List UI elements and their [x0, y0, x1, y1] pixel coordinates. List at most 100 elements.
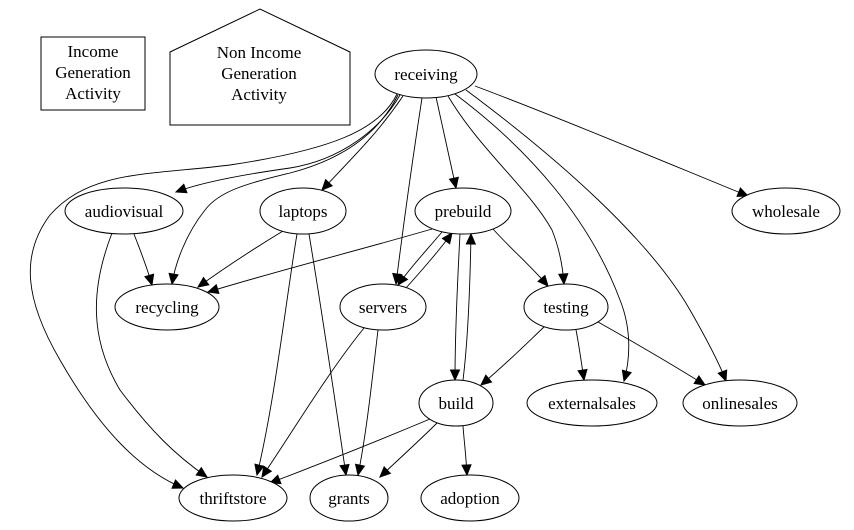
node-label: adoption — [440, 489, 500, 508]
node-label: testing — [543, 298, 589, 317]
edge-build-to-adoption — [461, 425, 472, 477]
edge-build-to-grants — [379, 422, 438, 478]
edge-prebuild-to-recycling — [206, 228, 433, 294]
edge-receiving-to-thriftstore — [29, 93, 398, 489]
edge-receiving-to-servers — [392, 97, 423, 286]
edge-prebuild-to-build — [449, 233, 461, 382]
node-audiovisual: audiovisual — [64, 187, 184, 235]
edge-audiovisual-to-recycling — [133, 233, 155, 287]
node-thriftstore: thriftstore — [178, 474, 288, 522]
legend-non-income-line-3: Activity — [231, 85, 287, 104]
node-ellipse — [414, 187, 512, 235]
edge-line — [256, 233, 298, 476]
node-ellipse — [64, 187, 184, 235]
arrowhead-icon — [171, 479, 185, 489]
edge-line — [395, 97, 423, 285]
edge-receiving-to-wholesale — [474, 85, 750, 197]
node-label: thriftstore — [199, 489, 266, 508]
node-label: externalsales — [548, 394, 636, 413]
arrowhead-icon — [557, 273, 569, 286]
arrowhead-icon — [736, 187, 750, 197]
node-servers: servers — [339, 283, 427, 331]
edge-receiving-to-prebuild — [435, 96, 459, 190]
arrowhead-icon — [168, 272, 179, 286]
node-prebuild: prebuild — [414, 187, 512, 235]
edge-line — [492, 228, 549, 287]
arrowhead-icon — [717, 369, 728, 383]
arrowhead-icon — [397, 273, 409, 286]
node-ellipse — [178, 474, 288, 522]
node-wholesale: wholesale — [731, 187, 841, 235]
node-recycling: recycling — [114, 283, 220, 331]
edge-laptops-to-grants — [308, 233, 350, 477]
arrowhead-icon — [461, 464, 472, 477]
node-ellipse — [731, 187, 841, 235]
edge-line — [261, 327, 365, 478]
edge-receiving-to-laptops — [321, 95, 404, 191]
legend-income-box — [40, 36, 146, 111]
edge-build-to-prebuild — [462, 232, 477, 381]
arrowhead-icon — [441, 232, 453, 245]
edge-line — [480, 325, 546, 386]
arrowhead-icon — [480, 374, 493, 386]
arrowhead-icon — [693, 374, 707, 386]
legend-non-income-line-2: Generation — [221, 64, 297, 83]
arrowhead-icon — [174, 183, 188, 194]
node-label: laptops — [278, 202, 327, 221]
edge-receiving-to-testing — [447, 95, 569, 286]
arrowhead-icon — [144, 273, 155, 287]
arrowhead-icon — [195, 466, 209, 478]
node-ellipse — [523, 283, 609, 331]
node-ellipse — [374, 49, 478, 99]
node-adoption: adoption — [420, 474, 520, 522]
arrowhead-icon — [448, 176, 459, 190]
legend-non-income-house — [169, 8, 351, 126]
edge-line — [454, 93, 630, 382]
node-label: servers — [359, 298, 407, 317]
edge-line — [207, 228, 433, 293]
edge-line — [379, 422, 438, 478]
node-label: audiovisual — [85, 202, 164, 221]
edge-testing-to-build — [480, 325, 546, 386]
node-ellipse — [526, 379, 658, 427]
node-ellipse — [114, 283, 220, 331]
edge-testing-to-externalsales — [575, 329, 588, 382]
node-testing: testing — [523, 283, 609, 331]
node-label: recycling — [135, 298, 199, 317]
arrowhead-icon — [339, 463, 350, 477]
edge-line — [405, 232, 453, 289]
node-ellipse — [339, 283, 427, 331]
legend-non-income-line-1: Non Income — [217, 43, 302, 62]
nodes-layer: receiving audiovisual laptops prebuild whole… — [64, 49, 841, 522]
edge-testing-to-onlinesales — [597, 321, 707, 386]
arrowhead-icon — [197, 276, 210, 288]
node-label: onlinesales — [702, 394, 778, 413]
node-receiving: receiving — [374, 49, 478, 99]
node-ellipse — [309, 474, 389, 522]
arrowhead-icon — [354, 463, 366, 477]
edge-line — [175, 94, 401, 193]
node-label: wholesale — [752, 202, 820, 221]
edge-line — [462, 233, 472, 381]
edge-line — [357, 329, 379, 476]
node-laptops: laptops — [259, 187, 347, 235]
edge-laptops-to-recycling — [197, 230, 284, 288]
node-label: build — [439, 394, 474, 413]
legend-income-generation: Income Generation Activity — [40, 36, 146, 111]
edge-line — [308, 233, 347, 476]
edge-line — [171, 94, 399, 285]
edge-receiving-to-externalsales — [454, 93, 632, 383]
edge-receiving-to-recycling — [168, 94, 399, 286]
edge-servers-to-thriftstore — [261, 327, 365, 479]
edge-laptops-to-thriftstore — [254, 233, 298, 477]
edge-prebuild-to-testing — [492, 228, 549, 287]
node-ellipse — [682, 379, 798, 427]
node-externalsales: externalsales — [526, 379, 658, 427]
arrowhead-icon — [449, 369, 461, 382]
edge-receiving-to-onlinesales — [465, 89, 728, 383]
edge-line — [197, 230, 284, 288]
arrowhead-icon — [206, 283, 220, 294]
node-ellipse — [420, 474, 520, 522]
edge-servers-to-grants — [354, 329, 379, 477]
